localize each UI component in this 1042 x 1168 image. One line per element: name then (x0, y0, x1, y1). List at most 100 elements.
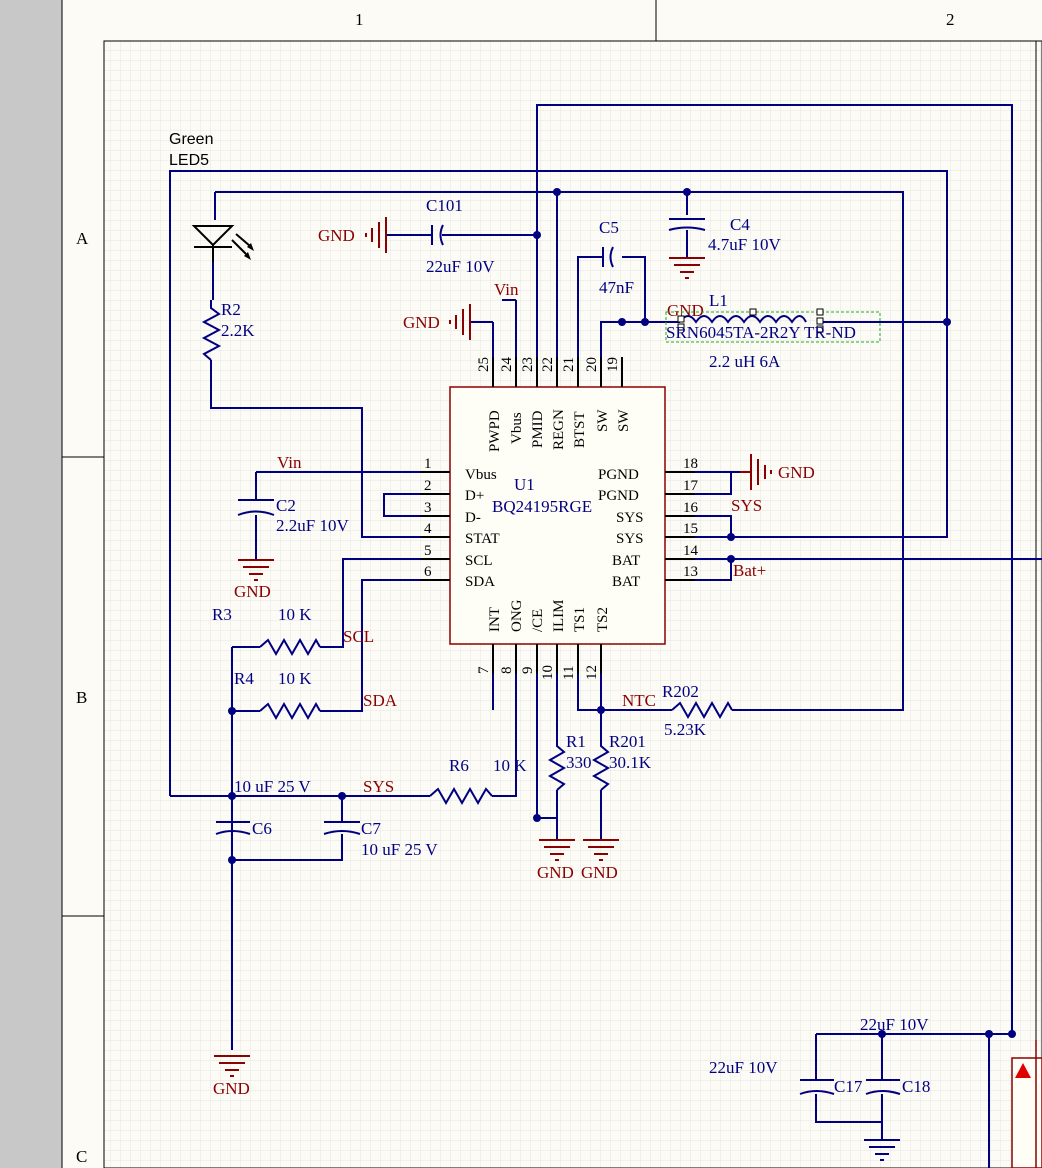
wire-pmid-rail (536, 104, 1013, 1034)
inductor-l1[interactable]: L1 SRN6045TA-2R2Y TR-ND 2.2 uH 6A (665, 291, 881, 371)
svg-text:10: 10 (540, 665, 556, 680)
vin-label: Vin (494, 280, 519, 299)
wire-regn-rail (556, 191, 904, 711)
resistor-r1[interactable]: R1 330 (547, 732, 592, 791)
resistor-r6[interactable]: R6 10 K (429, 756, 527, 806)
gnd-label: GND (667, 301, 704, 320)
r201-value: 30.1K (609, 753, 652, 772)
gnd-symbol-pgnd: GND (740, 454, 815, 490)
svg-text:PWPD: PWPD (487, 410, 503, 452)
wire-btst (577, 256, 603, 380)
capacitor-c4[interactable]: C4 4.7uF 10V (668, 215, 781, 258)
resistor-r201[interactable]: R201 30.1K (591, 732, 652, 791)
c2-value: 2.2uF 10V (276, 516, 349, 535)
pin-name: STAT (465, 531, 500, 547)
wire-c5-right (622, 256, 646, 322)
c101-value: 22uF 10V (426, 257, 495, 276)
gnd-label: GND (581, 863, 618, 882)
svg-text:/CE: /CE (530, 609, 546, 632)
pin-number: 14 (683, 543, 699, 559)
c17-designator: C17 (834, 1077, 863, 1096)
pin-name: SDA (465, 574, 495, 590)
resistor-r3[interactable]: R3 10 K (212, 605, 321, 657)
junction (985, 1030, 993, 1038)
junction (943, 318, 951, 326)
pin-name: BAT (612, 574, 640, 590)
junction (727, 555, 735, 563)
column-label-2: 2 (946, 10, 955, 29)
junction (641, 318, 649, 326)
c5-value: 47nF (599, 278, 634, 297)
wire-r6-right (492, 650, 517, 797)
svg-text:REGN: REGN (551, 409, 567, 450)
svg-text:PMID: PMID (530, 410, 546, 448)
wire-c6-c7-bottom (232, 834, 343, 861)
pin-name: PGND (598, 488, 639, 504)
svg-text:INT: INT (487, 607, 503, 632)
led5-color: Green (169, 131, 213, 148)
junction (338, 792, 346, 800)
ntc-net-label: NTC (622, 691, 656, 710)
bat-net-label: Bat+ (733, 561, 766, 580)
junction (597, 706, 605, 714)
c2-designator: C2 (276, 496, 296, 515)
r3-value: 10 K (278, 605, 312, 624)
chip-u1[interactable]: U1 BQ24195RGE 1 Vbus 2 D+ 3 D- 4 STAT 5 … (420, 357, 699, 681)
gnd-symbol-bottom-left: GND (213, 1055, 250, 1098)
svg-text:20: 20 (584, 357, 600, 372)
r201-designator: R201 (609, 732, 646, 751)
pin-number: 4 (424, 521, 432, 537)
wire-stat (210, 360, 450, 538)
capacitor-c7[interactable]: C7 10 uF 25 V (323, 819, 438, 859)
svg-text:BTST: BTST (572, 411, 588, 448)
r4-designator: R4 (234, 669, 254, 688)
r2-designator: R2 (221, 300, 241, 319)
wire-c17-bottom (815, 1094, 882, 1123)
capacitor-c6[interactable]: 10 uF 25 V C6 (215, 777, 311, 860)
l1-value: 2.2 uH 6A (709, 352, 781, 371)
svg-text:ONG: ONG (509, 599, 525, 632)
resistor-r2[interactable]: R2 2.2K (201, 300, 255, 361)
sda-net-label: SDA (363, 691, 398, 710)
gnd-symbol-r201: GND (581, 839, 619, 882)
svg-text:12: 12 (584, 665, 600, 680)
pin-name: BAT (612, 553, 640, 569)
capacitor-c2[interactable]: C2 2.2uF 10V (237, 496, 349, 535)
resistor-r4[interactable]: R4 10 K (234, 669, 321, 721)
svg-text:TS2: TS2 (595, 607, 611, 632)
c4-value: 4.7uF 10V (708, 235, 781, 254)
top-pin-numbers: 25 24 23 22 21 20 19 (476, 357, 621, 373)
svg-text:ILIM: ILIM (551, 600, 567, 633)
vin-net-label: Vin (277, 453, 302, 472)
resistor-r202[interactable]: R202 5.23K (662, 682, 733, 739)
led5[interactable]: Green LED5 (169, 131, 254, 300)
pin-name: PGND (598, 467, 639, 483)
sys-net-label: SYS (363, 777, 394, 796)
r2-value: 2.2K (221, 321, 255, 340)
pin-number: 13 (683, 564, 698, 580)
bottom-pin-names: INT ONG /CE ILIM TS1 TS2 (487, 599, 611, 632)
junction (553, 188, 561, 196)
capacitor-c18[interactable]: C18 22uF 10V (860, 1015, 930, 1096)
junction (228, 707, 236, 715)
left-gutter (0, 0, 62, 1168)
svg-text:25: 25 (476, 357, 492, 372)
c18-designator: C18 (902, 1077, 930, 1096)
r6-designator: R6 (449, 756, 469, 775)
gnd-label: GND (318, 226, 355, 245)
c17-value: 22uF 10V (709, 1058, 778, 1077)
capacitor-c5[interactable]: C5 47nF (599, 218, 634, 297)
capacitor-c17[interactable]: C17 22uF 10V (709, 1058, 863, 1096)
junction (683, 188, 691, 196)
l1-part: SRN6045TA-2R2Y TR-ND (666, 323, 856, 342)
svg-text:23: 23 (520, 357, 536, 372)
partial-component-right[interactable] (1011, 1040, 1042, 1168)
scl-net-label: SCL (343, 627, 374, 646)
svg-text:SW: SW (595, 409, 611, 432)
row-label-b: B (76, 688, 87, 707)
capacitor-c101[interactable]: C101 22uF 10V (386, 196, 495, 276)
gnd-label: GND (537, 863, 574, 882)
warning-icon (1015, 1063, 1031, 1078)
r202-value: 5.23K (664, 720, 707, 739)
